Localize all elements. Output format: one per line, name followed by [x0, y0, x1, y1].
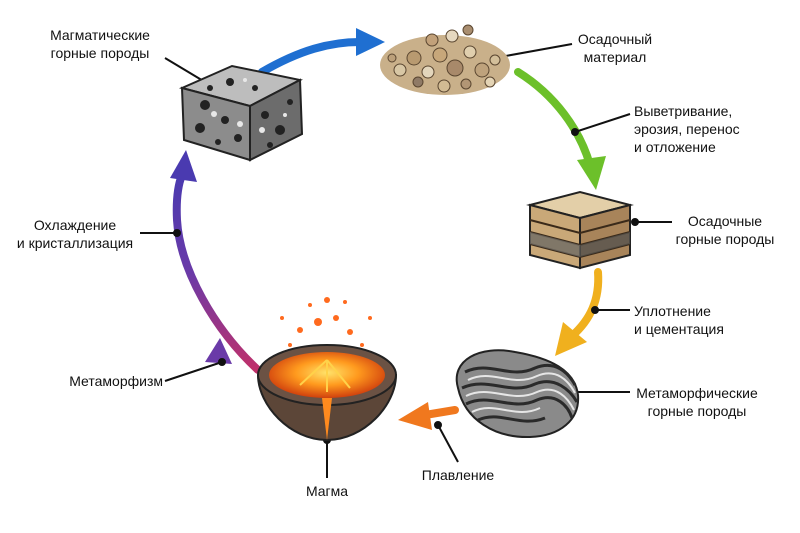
label-melting: Плавление — [408, 466, 508, 484]
sedimentary-rock-icon — [526, 190, 634, 270]
label-metamorphism: Метаморфизм — [25, 372, 163, 390]
arrow-melting — [398, 402, 459, 430]
label-compaction: Уплотнение и цементация — [634, 302, 724, 338]
label-metamorphic-line2: горные породы — [647, 403, 747, 419]
label-cooling-line2: и кристаллизация — [16, 235, 134, 251]
label-weathering-line3: и отложение — [634, 139, 716, 155]
label-melting-line1: Плавление — [421, 467, 495, 483]
label-sedimentary-line1: Осадочные — [687, 213, 763, 229]
label-igneous-line1: Магматические — [50, 27, 150, 43]
label-sedimentary-line2: горные породы — [675, 231, 775, 247]
label-weathering-line2: эрозия, перенос — [634, 121, 740, 137]
label-compaction-line2: и цементация — [634, 321, 724, 337]
label-sediment-line1: Осадочный — [577, 31, 653, 47]
label-sediment-line2: материал — [583, 49, 647, 65]
arrow-igneous-to-sediment — [258, 28, 385, 76]
label-cooling: Охлаждение и кристаллизация — [10, 216, 140, 252]
label-compaction-line1: Уплотнение — [634, 303, 711, 319]
igneous-rock-icon — [178, 64, 304, 162]
sediment-pile-icon — [380, 24, 510, 95]
label-weathering: Выветривание, эрозия, перенос и отложени… — [634, 102, 740, 156]
label-igneous-rocks: Магматические горные породы — [35, 26, 165, 62]
label-weathering-line1: Выветривание, — [634, 103, 733, 119]
arrow-compaction — [555, 268, 603, 356]
magma-crater-icon — [256, 297, 398, 442]
label-sedimentary-rocks: Осадочные горные породы — [665, 212, 785, 248]
label-magma-line1: Магма — [305, 483, 349, 499]
label-metamorphic-rocks: Метаморфические горные породы — [622, 384, 772, 420]
arrow-weathering — [514, 68, 606, 190]
label-cooling-line1: Охлаждение — [33, 217, 117, 233]
label-igneous-line2: горные породы — [50, 45, 150, 61]
metamorphic-rock-icon — [455, 349, 580, 439]
label-metamorphic-line1: Метаморфические — [636, 385, 758, 401]
arrow-cooling — [170, 150, 262, 374]
label-sediment: Осадочный материал — [560, 30, 670, 66]
label-magma: Магма — [287, 482, 367, 500]
label-metamorphism-line1: Метаморфизм — [69, 373, 163, 389]
